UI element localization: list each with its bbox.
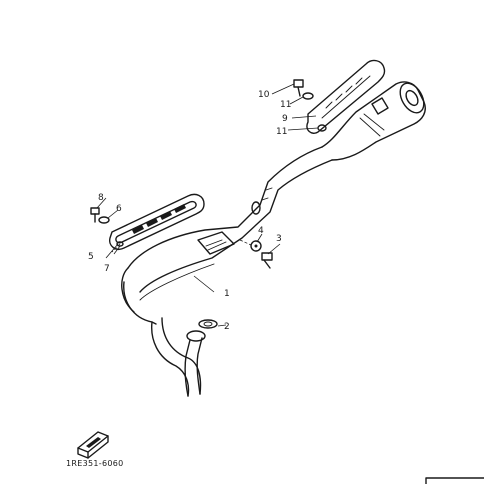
gasket-2[interactable] [198, 319, 218, 329]
washer-6[interactable] [98, 216, 110, 224]
callout-11-lower: 11 [276, 127, 287, 137]
callout-8: 8 [98, 193, 104, 203]
bolt-10[interactable] [293, 79, 304, 97]
bolt-3[interactable] [261, 252, 273, 269]
callout-labels: 1 2 3 4 5 6 7 8 9 10 11 11 [88, 90, 291, 332]
chamber-protector[interactable] [109, 193, 205, 250]
exhaust-pipe[interactable] [121, 146, 333, 397]
callout-7: 7 [104, 264, 110, 274]
callout-11-upper: 11 [280, 100, 291, 110]
washer-11-upper[interactable] [302, 92, 314, 100]
callout-9: 9 [282, 114, 288, 124]
callout-1: 1 [224, 289, 230, 299]
leader-lines [96, 83, 319, 327]
callout-4: 4 [258, 226, 264, 236]
front-direction-icon [77, 431, 109, 459]
nut-4[interactable] [239, 239, 262, 252]
callout-5: 5 [88, 252, 94, 262]
callout-3: 3 [276, 234, 282, 244]
muffler[interactable] [321, 79, 429, 161]
callout-2: 2 [224, 322, 230, 332]
callout-6: 6 [116, 204, 122, 214]
callout-10: 10 [258, 90, 270, 100]
muffler-protector[interactable] [306, 59, 386, 134]
page-corner-icon [425, 477, 484, 484]
bolt-8[interactable] [90, 207, 100, 223]
diagram-code: 1RE351-6060 [66, 459, 124, 468]
